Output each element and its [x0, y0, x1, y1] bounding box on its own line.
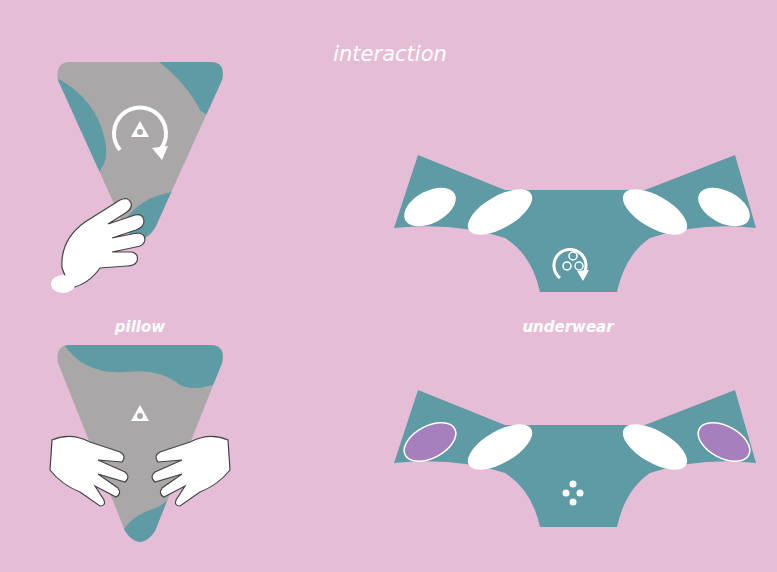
pad	[461, 180, 539, 244]
rotate-arrow	[114, 107, 166, 150]
pad	[398, 180, 462, 235]
pillow-icon-dot	[137, 413, 143, 419]
underwear-bottom	[394, 390, 756, 527]
control-dot	[575, 262, 583, 270]
pillow-icon	[131, 405, 149, 421]
arrow-head	[152, 146, 168, 160]
underwear-top	[394, 155, 756, 292]
item-label: underwear	[522, 318, 613, 336]
pad	[616, 180, 694, 244]
pillow-top	[50, 55, 240, 293]
pillow-icon-dot	[137, 129, 143, 135]
pad	[616, 415, 694, 479]
hand	[51, 199, 145, 293]
pillow-bottom	[50, 338, 240, 560]
control-dot	[570, 499, 577, 506]
control-dot	[570, 481, 577, 488]
pad	[461, 415, 539, 479]
pillow-icon	[131, 121, 149, 137]
control-dot	[563, 262, 571, 270]
pad-active	[398, 415, 462, 470]
pad-active	[692, 415, 756, 470]
pad	[692, 180, 756, 235]
hand	[50, 436, 230, 506]
pillow-patch	[50, 75, 106, 175]
control-dot	[563, 490, 570, 497]
underwear-body	[394, 390, 756, 527]
arrow-head	[577, 270, 589, 281]
pillow-patch	[150, 55, 240, 116]
item-label: pillow	[115, 318, 165, 336]
pillow-patch	[60, 338, 240, 388]
diagram-title: interaction	[333, 42, 447, 66]
control-dot	[569, 252, 577, 260]
underwear-body	[394, 155, 756, 292]
control-dot	[577, 490, 584, 497]
